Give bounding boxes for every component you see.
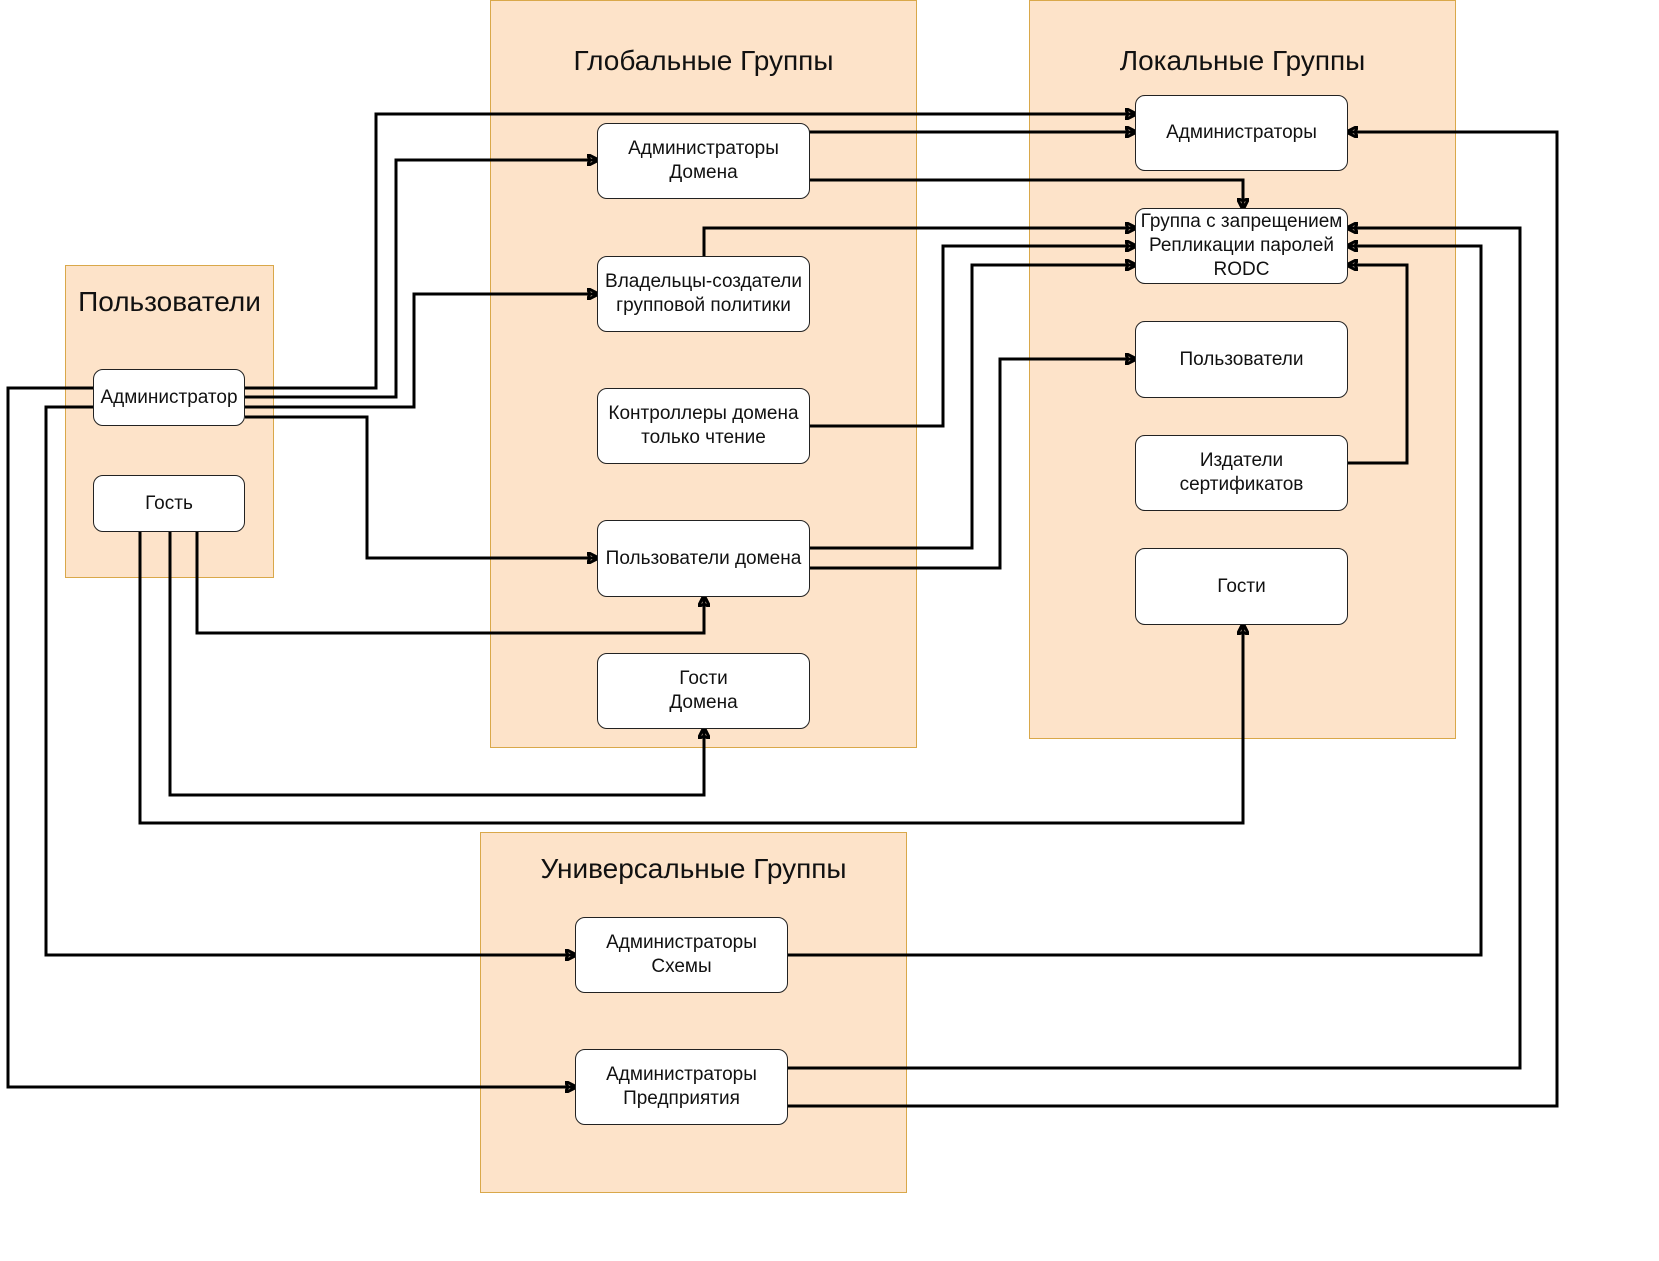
universal-groups-container: Универсальные Группы	[480, 832, 907, 1193]
node-global-readonly-dc[interactable]: Контроллеры домена только чтение	[597, 388, 810, 464]
edge-admin-to-domain-admins	[245, 160, 597, 399]
node-global-domain-users[interactable]: Пользователи домена	[597, 520, 810, 597]
edge-cert-publishers-to-rodc-denied	[1348, 265, 1409, 465]
edge-domain-users-to-rodc-denied	[809, 265, 1135, 550]
edge-domain-admins-to-rodc-denied	[809, 178, 1243, 208]
edge-guest-to-domain-users	[195, 532, 704, 635]
universal-groups-title: Универсальные Группы	[540, 853, 847, 884]
edge-gpo-owners-to-rodc-denied	[702, 228, 1135, 256]
edge-guest-to-local-guests	[138, 532, 1243, 825]
node-local-guests[interactable]: Гости	[1135, 548, 1348, 625]
node-universal-schema-admins[interactable]: Администраторы Схемы	[575, 917, 788, 993]
node-user-administrator[interactable]: Администратор	[93, 369, 245, 426]
node-local-users[interactable]: Пользователи	[1135, 321, 1348, 398]
edge-enterprise-admins-to-local-admins	[787, 132, 1559, 1108]
node-universal-enterprise-admins[interactable]: Администраторы Предприятия	[575, 1049, 788, 1125]
edge-admin-to-gpo-owners	[245, 294, 597, 409]
edge-domain-users-to-local-users	[809, 359, 1135, 570]
edge-enterprise-admins-to-rodc-denied	[787, 228, 1522, 1070]
edge-admin-to-schema-admins	[44, 405, 575, 955]
node-global-gpo-owners[interactable]: Владельцы-создатели групповой политики	[597, 256, 810, 332]
node-global-domain-guests[interactable]: Гости Домена	[597, 653, 810, 729]
node-local-administrators[interactable]: Администраторы	[1135, 95, 1348, 171]
users-container-title: Пользователи	[78, 286, 261, 317]
edge-admin-to-domain-users	[245, 415, 597, 558]
edge-guest-to-domain-guests	[168, 532, 704, 797]
node-user-guest[interactable]: Гость	[93, 475, 245, 532]
edge-schema-admins-to-rodc-denied	[787, 246, 1483, 957]
node-local-cert-publishers[interactable]: Издатели сертификатов	[1135, 435, 1348, 511]
global-groups-title: Глобальные Группы	[573, 45, 834, 76]
node-global-domain-admins[interactable]: Администраторы Домена	[597, 123, 810, 199]
local-groups-title: Локальные Группы	[1119, 45, 1366, 76]
edge-ro-dc-to-rodc-denied	[809, 246, 1135, 428]
node-local-rodc-denied[interactable]: Группа с запрещением Репликации паролей …	[1135, 208, 1348, 284]
edge-admin-to-local-admins	[245, 114, 1135, 390]
edge-admin-to-enterprise-admins	[6, 386, 575, 1087]
